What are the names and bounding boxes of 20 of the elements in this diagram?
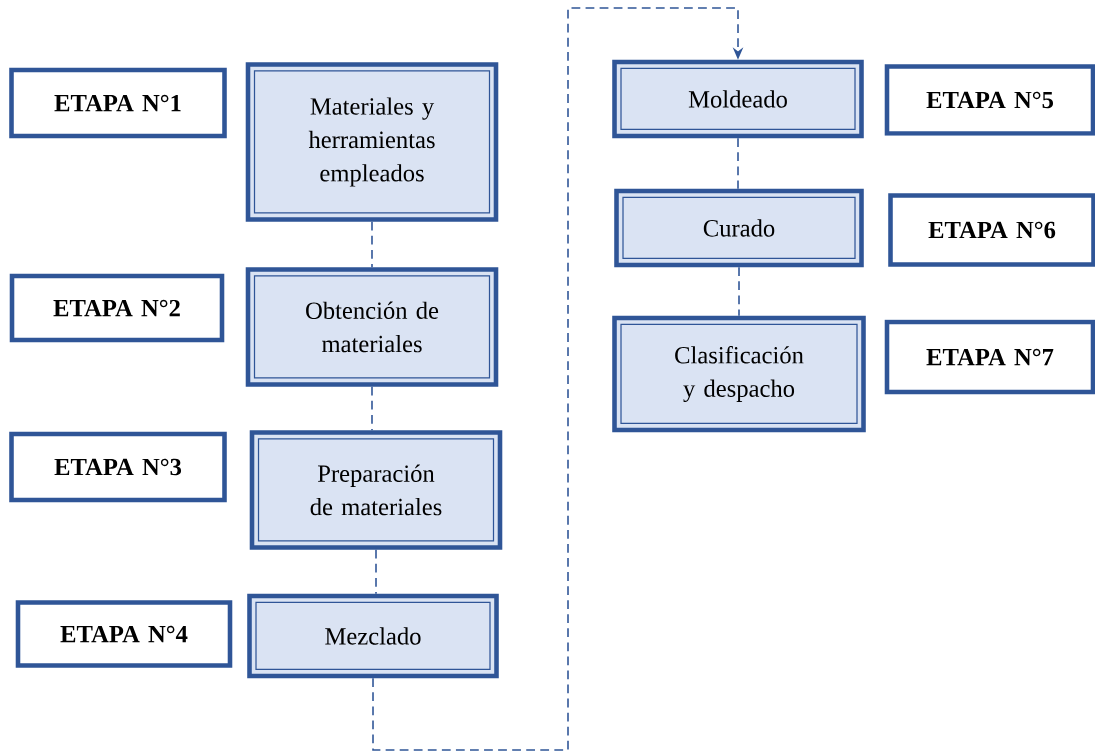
connector-line bbox=[375, 549, 377, 595]
process-box: Clasificación y despacho bbox=[612, 315, 866, 433]
connector-line bbox=[371, 385, 373, 431]
process-box: Mezclado bbox=[247, 593, 499, 679]
stage-label-box: ETAPA N°5 bbox=[884, 64, 1095, 136]
stage-label-box: ETAPA N°6 bbox=[888, 193, 1095, 267]
stage-label-box: ETAPA N°4 bbox=[15, 600, 233, 668]
connector-line bbox=[372, 7, 744, 751]
process-box: Moldeado bbox=[612, 59, 864, 139]
stage-label-box: ETAPA N°3 bbox=[9, 431, 227, 503]
stage-label-box: ETAPA N°7 bbox=[884, 319, 1095, 395]
process-box: Obtención de materiales bbox=[245, 267, 499, 387]
connector-line bbox=[738, 266, 740, 317]
connector-line bbox=[371, 221, 373, 268]
process-box: Materiales y herramientas empleados bbox=[245, 62, 499, 222]
stage-label-box: ETAPA N°2 bbox=[9, 273, 225, 343]
connector-line bbox=[737, 137, 739, 190]
process-box: Curado bbox=[614, 188, 864, 268]
process-box: Preparación de materiales bbox=[249, 430, 503, 550]
stage-label-box: ETAPA N°1 bbox=[9, 67, 227, 139]
